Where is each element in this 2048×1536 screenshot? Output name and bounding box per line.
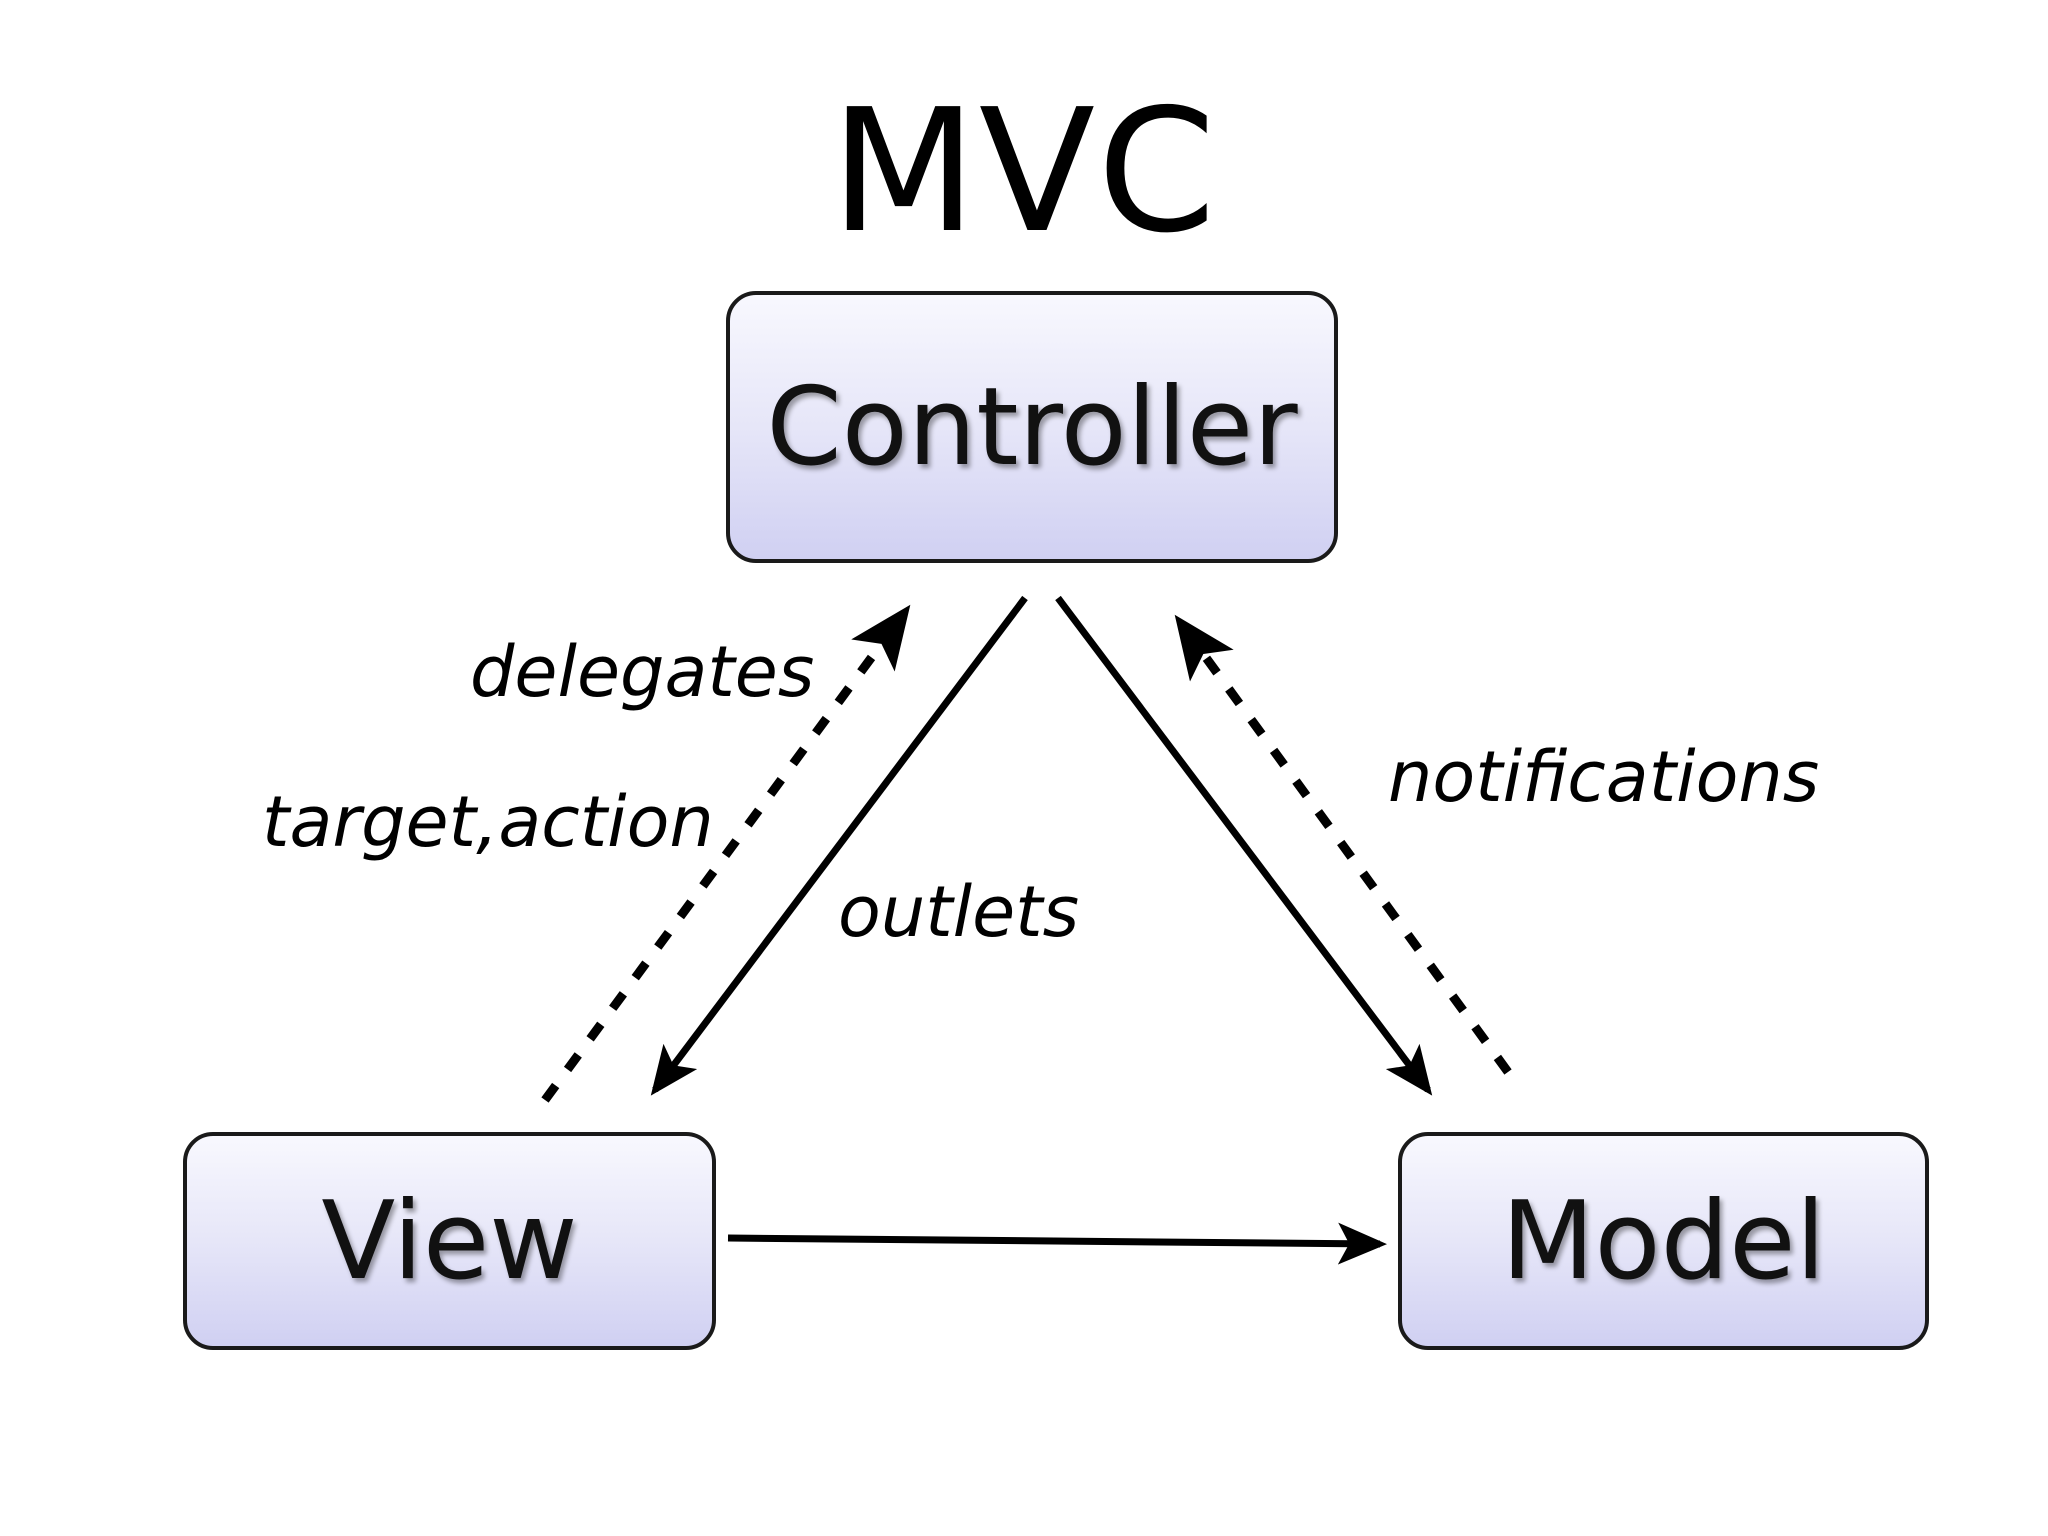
- controller-node: Controller: [726, 291, 1338, 563]
- view-to-model-arrow: [727, 1222, 1387, 1265]
- target-action-label: target,action: [262, 781, 714, 863]
- model-label: Model: [1501, 1178, 1826, 1304]
- delegates-label: delegates: [470, 631, 815, 713]
- view-to-controller-dotted-arrow: [541, 604, 911, 1103]
- view-label: View: [321, 1178, 578, 1304]
- controller-to-view-arrow: [650, 595, 1028, 1096]
- notifications-label: notifications: [1388, 736, 1820, 818]
- diagram-title: MVC: [830, 73, 1218, 271]
- model-node: Model: [1398, 1132, 1929, 1350]
- view-node: View: [183, 1132, 716, 1350]
- outlets-label: outlets: [838, 871, 1080, 953]
- controller-to-model-arrow: [1055, 595, 1433, 1096]
- controller-label: Controller: [766, 364, 1298, 490]
- model-to-controller-dotted-arrow: [1174, 614, 1512, 1075]
